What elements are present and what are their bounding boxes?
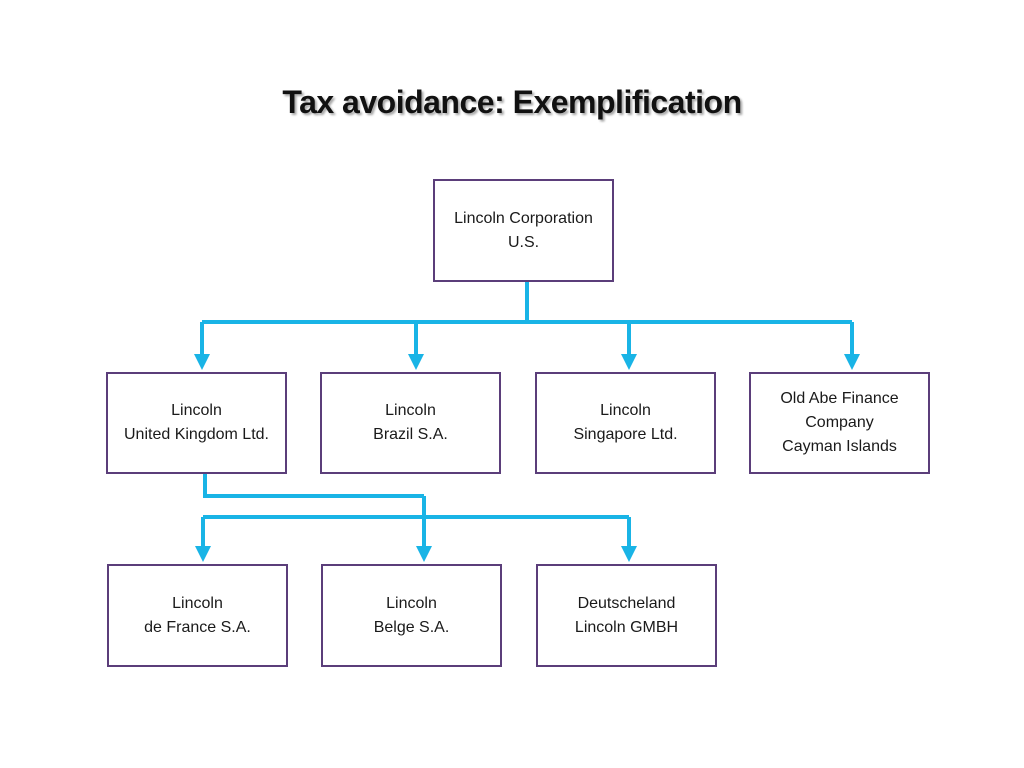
node-label-line: Belge S.A.	[373, 618, 450, 636]
node-label-line: Lincoln GMBH	[574, 618, 679, 636]
node-label-line: U.S.	[507, 233, 540, 251]
node-lincoln-brazil: Lincoln Brazil S.A.	[320, 372, 501, 474]
node-label-line: Old Abe Finance	[780, 390, 899, 407]
arrowhead-belge	[416, 546, 432, 562]
arrowhead-old-abe	[844, 354, 860, 370]
node-label-line: Lincoln	[385, 402, 436, 419]
node-old-abe-finance-company: Old Abe Finance Company Cayman Islands	[749, 372, 930, 474]
node-label-line: Lincoln	[386, 594, 437, 612]
node-label-line: de France S.A.	[144, 618, 251, 636]
node-label-line: Deutscheland	[577, 594, 676, 612]
arrowhead-france	[195, 546, 211, 562]
node-label-line: Lincoln Corporation	[454, 209, 593, 227]
arrowhead-brazil	[408, 354, 424, 370]
node-lincoln-corporation-us: Lincoln Corporation U.S.	[433, 179, 614, 282]
node-label-line: Cayman Islands	[782, 438, 897, 455]
node-lincoln-singapore: Lincoln Singapore Ltd.	[535, 372, 716, 474]
connector-uk-trunk	[203, 474, 424, 498]
node-label-line: United Kingdom Ltd.	[124, 426, 269, 443]
arrowhead-singapore	[621, 354, 637, 370]
node-lincoln-united-kingdom: Lincoln United Kingdom Ltd.	[106, 372, 287, 474]
arrowhead-deutscheland	[621, 546, 637, 562]
node-label-line: Lincoln	[600, 402, 651, 419]
node-lincoln-belge: Lincoln Belge S.A.	[321, 564, 502, 667]
node-deutscheland-lincoln-gmbh: Deutscheland Lincoln GMBH	[536, 564, 717, 667]
node-label-line: Brazil S.A.	[373, 426, 448, 443]
arrowhead-uk	[194, 354, 210, 370]
node-lincoln-de-france: Lincoln de France S.A.	[107, 564, 288, 667]
node-label-line: Company	[805, 414, 874, 431]
node-label-line: Singapore Ltd.	[573, 426, 678, 443]
slide-title: Tax avoidance: Exemplification	[282, 84, 742, 120]
node-label-line: Lincoln	[172, 594, 223, 612]
node-label-line: Lincoln	[171, 402, 222, 419]
